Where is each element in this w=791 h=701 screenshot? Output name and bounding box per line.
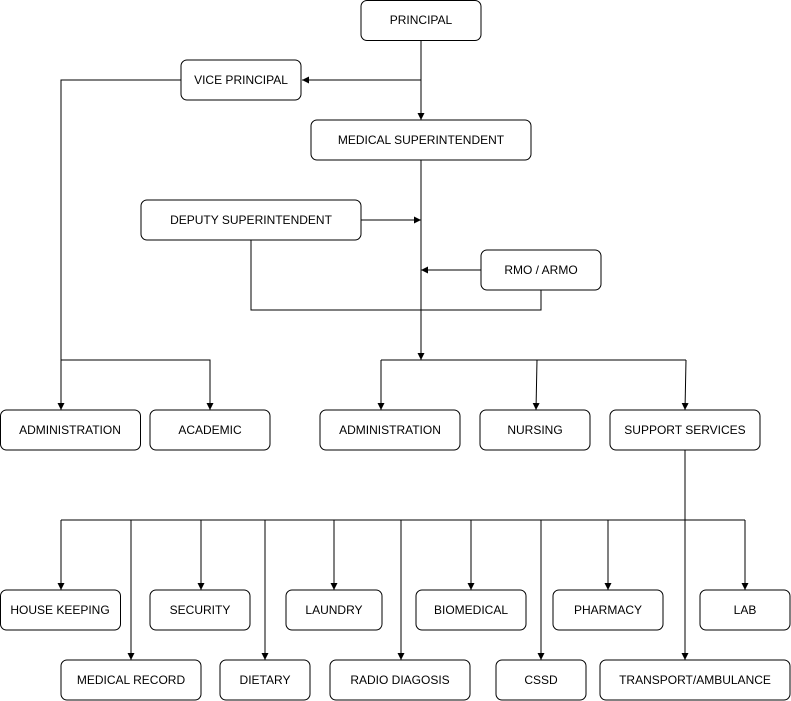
node-security[interactable]: SECURITY: [149, 589, 251, 631]
node-biomedical[interactable]: BIOMEDICAL: [415, 589, 527, 631]
edge-vice-principal-to-academic: [61, 359, 214, 410]
node-support-services-label: SUPPORT SERVICES: [624, 423, 745, 437]
node-administration-right[interactable]: ADMINISTRATION: [319, 409, 461, 451]
node-principal-label: PRINCIPAL: [390, 13, 453, 27]
node-security-label: SECURITY: [170, 603, 231, 617]
node-transport-ambulance[interactable]: TRANSPORT/AMBULANCE: [599, 659, 791, 701]
node-principal[interactable]: PRINCIPAL: [360, 0, 482, 41]
node-medical-record[interactable]: MEDICAL RECORD: [60, 659, 202, 701]
node-biomedical-label: BIOMEDICAL: [434, 603, 508, 617]
node-administration-left[interactable]: ADMINISTRATION: [0, 409, 141, 451]
node-administration-right-label: ADMINISTRATION: [339, 423, 441, 437]
node-vice-principal-label: VICE PRINCIPAL: [194, 73, 288, 87]
edge-vice-principal-trunk: [60, 79, 181, 360]
node-radio-diagosis-label: RADIO DIAGOSIS: [350, 673, 449, 687]
node-medical-record-label: MEDICAL RECORD: [77, 673, 186, 687]
node-lab[interactable]: LAB: [699, 589, 791, 631]
node-dietary-label: DIETARY: [240, 673, 291, 687]
node-rmo-armo-label: RMO / ARMO: [504, 263, 577, 277]
node-cssd-label: CSSD: [524, 673, 558, 687]
node-nursing[interactable]: NURSING: [479, 409, 591, 451]
edge-deputy-rmo-loop: [250, 240, 542, 311]
edge-ms-to-nursing: [532, 359, 540, 411]
node-academic[interactable]: ACADEMIC: [149, 409, 271, 451]
node-pharmacy[interactable]: PHARMACY: [552, 589, 664, 631]
node-transport-ambulance-label: TRANSPORT/AMBULANCE: [619, 673, 771, 687]
node-dietary[interactable]: DIETARY: [219, 659, 311, 701]
node-rmo-armo[interactable]: RMO / ARMO: [480, 249, 602, 291]
node-house-keeping[interactable]: HOUSE KEEPING: [0, 589, 121, 631]
node-cssd[interactable]: CSSD: [495, 659, 587, 701]
connectors: [57, 40, 749, 660]
node-pharmacy-label: PHARMACY: [574, 603, 642, 617]
node-laundry-label: LAUNDRY: [305, 603, 362, 617]
node-deputy-superintendent-label: DEPUTY SUPERINTENDENT: [170, 213, 332, 227]
edge-ms-to-support-services: [681, 359, 689, 411]
node-academic-label: ACADEMIC: [178, 423, 242, 437]
node-administration-left-label: ADMINISTRATION: [19, 423, 121, 437]
node-laundry[interactable]: LAUNDRY: [285, 589, 383, 631]
node-medical-superintendent[interactable]: MEDICAL SUPERINTENDENT: [310, 119, 532, 161]
node-nursing-label: NURSING: [507, 423, 562, 437]
node-lab-label: LAB: [734, 603, 757, 617]
node-vice-principal[interactable]: VICE PRINCIPAL: [180, 59, 302, 101]
node-deputy-superintendent[interactable]: DEPUTY SUPERINTENDENT: [140, 199, 362, 241]
node-house-keeping-label: HOUSE KEEPING: [10, 603, 109, 617]
node-radio-diagosis[interactable]: RADIO DIAGOSIS: [329, 659, 471, 701]
node-support-services[interactable]: SUPPORT SERVICES: [609, 409, 761, 451]
node-medical-superintendent-label: MEDICAL SUPERINTENDENT: [338, 133, 505, 147]
